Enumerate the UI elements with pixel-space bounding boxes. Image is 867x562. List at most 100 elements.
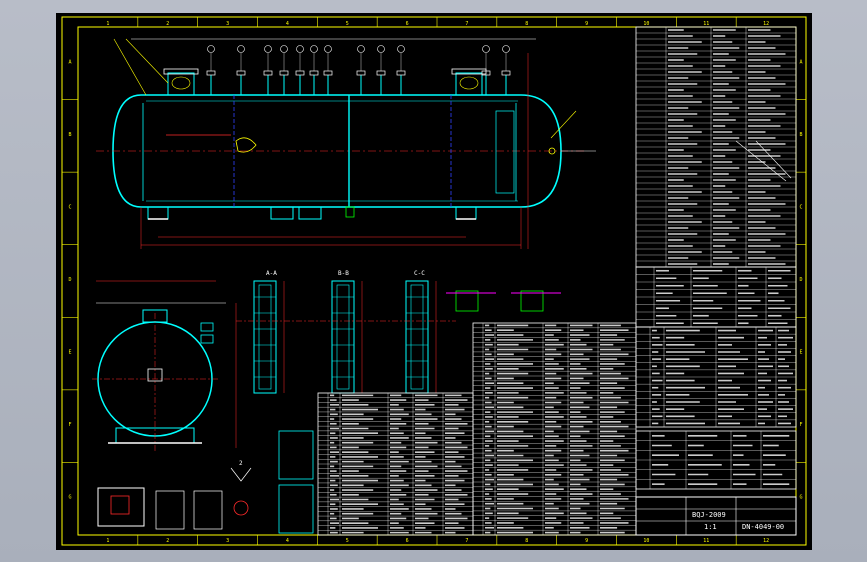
column-label-bottom-5: 5 (346, 538, 349, 544)
row-label-G: G (68, 495, 71, 501)
nozzle-tag-9 (377, 45, 385, 53)
weld-symbol-left (235, 137, 257, 153)
row-label-right-B: B (799, 132, 802, 138)
row-label-right-F: F (799, 422, 802, 428)
leader-3 (550, 110, 577, 139)
column-label-10: 10 (643, 21, 649, 27)
row-label-B: B (68, 132, 71, 138)
row-label-right-E: E (799, 350, 802, 356)
row-label-A: A (68, 59, 71, 65)
section-label-a: A-A (266, 270, 277, 277)
column-label-bottom-3: 3 (226, 538, 229, 544)
section-frame-2 (331, 280, 355, 394)
end-view-center-nozzle (147, 368, 163, 382)
column-label-6: 6 (406, 21, 409, 27)
column-label-bottom-8: 8 (525, 538, 528, 544)
nozzle-flange-1 (206, 70, 216, 76)
nozzle-tag-10 (397, 45, 405, 53)
nozzle-tag-12 (502, 45, 510, 53)
title-block[interactable]: BQJ-2009 1:1 DN-4049-00 (635, 496, 797, 536)
column-label-1: 1 (106, 21, 109, 27)
column-label-8: 8 (525, 21, 528, 27)
design-data-diagram (755, 140, 792, 179)
vessel-end-view[interactable] (92, 280, 237, 453)
section-frame-3 (405, 280, 429, 394)
column-label-bottom-9: 9 (585, 538, 588, 544)
column-label-bottom-7: 7 (465, 538, 468, 544)
nozzle-tag-5 (296, 45, 304, 53)
column-label-bottom-11: 11 (703, 538, 709, 544)
manhole-left[interactable] (163, 68, 199, 96)
row-label-right-A: A (799, 59, 802, 65)
row-label-right-G: G (799, 495, 802, 501)
row-label-right-D: D (799, 277, 802, 283)
section-label-b: B-B (338, 270, 349, 277)
nozzle-flange-10 (396, 70, 406, 76)
bottom-nozzle-group[interactable] (270, 206, 355, 220)
top-nozzles[interactable] (206, 45, 511, 96)
row-label-right-C: C (799, 204, 802, 210)
nozzle-tag-3 (264, 45, 272, 53)
nozzle-flange-9 (376, 70, 386, 76)
nozzle-tag-8 (357, 45, 365, 53)
drawing-number: DN-4049-00 (742, 523, 784, 531)
column-label-2: 2 (166, 21, 169, 27)
column-label-bottom-10: 10 (643, 538, 649, 544)
nozzle-tag-7 (324, 45, 332, 53)
row-label-E: E (68, 350, 71, 356)
level-gauge-marker (548, 147, 556, 155)
row-label-C: C (68, 204, 71, 210)
vessel-shell (112, 94, 562, 208)
manhole-right[interactable] (451, 68, 487, 96)
column-label-3: 3 (226, 21, 229, 27)
column-label-4: 4 (286, 21, 289, 27)
column-label-7: 7 (465, 21, 468, 27)
nozzle-tag-6 (310, 45, 318, 53)
column-label-bottom-1: 1 (106, 538, 109, 544)
column-label-bottom-2: 2 (166, 538, 169, 544)
section-views[interactable]: A-A B-B C-C (236, 270, 456, 394)
nozzle-flange-7 (323, 70, 333, 76)
column-label-12: 12 (763, 21, 769, 27)
nozzle-flange-4 (279, 70, 289, 76)
inlet-distributor (495, 110, 515, 194)
nozzle-flange-12 (501, 70, 511, 76)
column-label-bottom-12: 12 (763, 538, 769, 544)
column-label-bottom-6: 6 (406, 538, 409, 544)
column-label-5: 5 (346, 21, 349, 27)
section-label-c: C-C (414, 270, 425, 277)
design-data-diagram (735, 140, 787, 182)
row-label-D: D (68, 277, 71, 283)
saddle-right[interactable] (455, 206, 477, 220)
end-view-manhole (142, 309, 168, 323)
saddle-left[interactable] (147, 206, 169, 220)
parts-list-table[interactable] (317, 322, 637, 536)
note-number: 2 (239, 460, 243, 467)
leader-1 (113, 38, 147, 96)
nozzle-flange-3 (263, 70, 273, 76)
leader-2 (125, 38, 169, 84)
drawing-scale: 1:1 (704, 523, 717, 531)
column-label-bottom-4: 4 (286, 538, 289, 544)
nozzle-tag-1 (207, 45, 215, 53)
nozzle-flange-8 (356, 70, 366, 76)
row-label-F: F (68, 422, 71, 428)
column-label-9: 9 (585, 21, 588, 27)
nozzle-flange-5 (295, 70, 305, 76)
title-short: BQJ-2009 (692, 511, 726, 519)
section-inner-1 (258, 284, 272, 390)
row-labels: A A B B C C D D E E F F G G (62, 59, 806, 501)
nozzle-flange-6 (309, 70, 319, 76)
nozzle-flange-2 (236, 70, 246, 76)
section-frame-1 (253, 280, 277, 394)
section-inner-3 (410, 284, 424, 390)
specification-tables[interactable] (635, 26, 797, 490)
section-inner-2 (336, 284, 350, 390)
detail-views[interactable]: 2 (97, 290, 561, 534)
nozzle-tag-11 (482, 45, 490, 53)
vessel-elevation-view[interactable] (96, 38, 596, 249)
